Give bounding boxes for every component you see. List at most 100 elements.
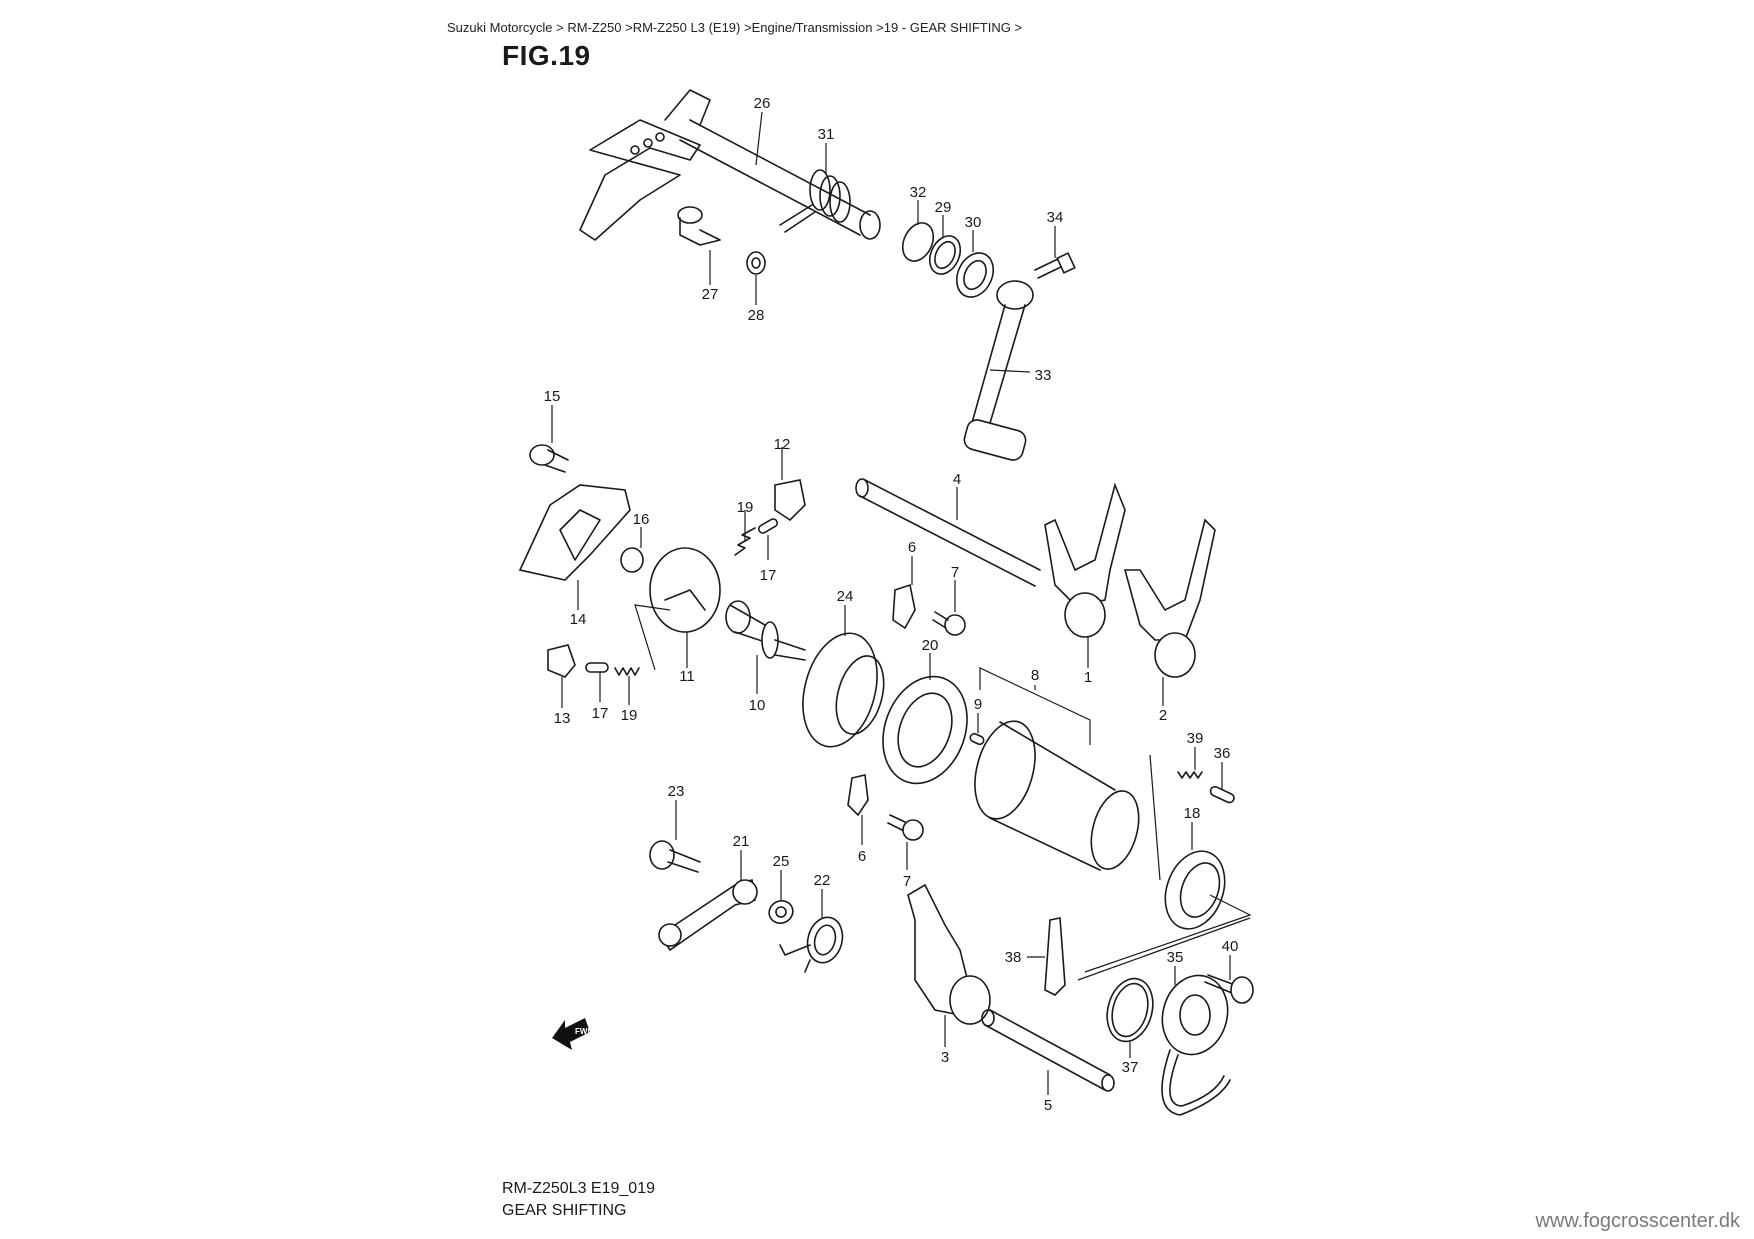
callout-40[interactable]: 40 — [1222, 938, 1239, 955]
callout-32[interactable]: 32 — [910, 184, 927, 201]
part-22-stopper-spring[interactable] — [779, 889, 847, 973]
callout-14[interactable]: 14 — [570, 611, 587, 628]
part-37-o-ring[interactable] — [1100, 973, 1159, 1058]
part-6-retainer-lower[interactable] — [847, 774, 869, 845]
part-40-bolt[interactable] — [1204, 955, 1254, 1004]
callout-26[interactable]: 26 — [754, 95, 771, 112]
breadcrumb-item-category[interactable]: Engine/Transmission — [751, 20, 873, 35]
callout-9[interactable]: 9 — [974, 696, 982, 713]
callout-23[interactable]: 23 — [668, 783, 685, 800]
callout-33[interactable]: 33 — [1035, 367, 1052, 384]
breadcrumb-item-brand[interactable]: Suzuki Motorcycle — [447, 20, 553, 35]
part-34-bolt[interactable] — [1034, 226, 1076, 279]
part-28-washer[interactable] — [746, 251, 766, 305]
callout-38[interactable]: 38 — [1005, 949, 1022, 966]
callout-6-upper[interactable]: 6 — [908, 539, 916, 556]
callout-3[interactable]: 3 — [941, 1049, 949, 1066]
breadcrumb-item-figure[interactable]: 19 - GEAR SHIFTING — [883, 20, 1011, 35]
callout-13[interactable]: 13 — [554, 710, 571, 727]
part-15-screw[interactable] — [529, 405, 569, 473]
part-30-oil-seal[interactable] — [950, 230, 1000, 303]
callout-21[interactable]: 21 — [733, 833, 750, 850]
part-29-washer[interactable] — [924, 215, 966, 279]
breadcrumb: Suzuki Motorcycle > RM-Z250 >RM-Z250 L3 … — [447, 20, 1022, 35]
callout-27[interactable]: 27 — [702, 286, 719, 303]
part-14-stopper-plate[interactable] — [518, 484, 631, 610]
callout-16[interactable]: 16 — [633, 511, 650, 528]
part-17-pin-lower[interactable] — [585, 662, 609, 702]
callout-28[interactable]: 28 — [748, 307, 765, 324]
callout-36[interactable]: 36 — [1214, 745, 1231, 762]
figure-name: GEAR SHIFTING — [502, 1202, 627, 1219]
part-4-fork-shaft[interactable] — [855, 478, 1041, 587]
part-19-spring-upper[interactable] — [734, 510, 756, 556]
callout-35[interactable]: 35 — [1167, 949, 1184, 966]
breadcrumb-item-model[interactable]: RM-Z250 — [567, 20, 622, 35]
callout-8[interactable]: 8 — [1031, 667, 1039, 684]
callout-11[interactable]: 11 — [679, 668, 695, 685]
callout-15[interactable]: 15 — [544, 388, 561, 405]
part-36-pin[interactable] — [1209, 762, 1235, 804]
part-33-gearshift-lever[interactable] — [962, 280, 1034, 462]
callout-7-upper[interactable]: 7 — [951, 564, 959, 581]
part-1-gearshift-fork[interactable] — [1044, 482, 1126, 668]
callout-29[interactable]: 29 — [935, 199, 952, 216]
callout-7-lower[interactable]: 7 — [903, 873, 911, 890]
callout-10[interactable]: 10 — [749, 697, 766, 714]
part-13-pawl[interactable] — [547, 644, 576, 708]
part-8-gearshift-cam[interactable] — [965, 667, 1147, 874]
callout-31[interactable]: 31 — [818, 126, 835, 143]
part-19-spring-lower[interactable] — [614, 667, 640, 705]
callout-30[interactable]: 30 — [965, 214, 982, 231]
figure-title: FIG.19 — [502, 40, 591, 71]
fwd-direction-arrow-icon: FWD — [552, 1018, 593, 1050]
part-6-retainer-upper[interactable] — [892, 556, 916, 630]
part-3-gearshift-fork[interactable] — [907, 883, 991, 1047]
callout-19-upper[interactable]: 19 — [737, 499, 754, 516]
part-32-circlip[interactable] — [897, 200, 939, 266]
callout-25[interactable]: 25 — [773, 853, 790, 870]
part-26-gearshift-shaft[interactable] — [579, 89, 881, 241]
part-5-fork-shaft[interactable] — [981, 1009, 1115, 1095]
part-17-pin-upper[interactable] — [757, 518, 778, 560]
figure-code: RM-Z250L3 E19_019 — [502, 1180, 655, 1197]
callout-22[interactable]: 22 — [814, 872, 831, 889]
part-7-screw-upper[interactable] — [932, 580, 966, 636]
callout-19-lower[interactable]: 19 — [621, 707, 638, 724]
part-11-pawl-lifter[interactable] — [634, 547, 721, 671]
callout-34[interactable]: 34 — [1047, 209, 1064, 226]
callout-6-lower[interactable]: 6 — [858, 848, 866, 865]
part-35-gear-position-sensor[interactable] — [1077, 917, 1251, 1116]
part-20-bearing[interactable] — [869, 653, 982, 795]
callout-24[interactable]: 24 — [837, 588, 854, 605]
part-9-pin[interactable] — [969, 713, 985, 746]
part-24-cam-driven-gear[interactable] — [791, 605, 891, 755]
breadcrumb-item-variant[interactable]: RM-Z250 L3 (E19) — [632, 20, 741, 35]
callout-37[interactable]: 37 — [1122, 1059, 1139, 1076]
part-7-screw-lower[interactable] — [887, 814, 924, 870]
part-38-clip[interactable] — [1027, 917, 1066, 996]
part-10-gearshift-cam-bolt[interactable] — [725, 600, 806, 694]
callout-2[interactable]: 2 — [1159, 707, 1167, 724]
callout-17-upper[interactable]: 17 — [760, 567, 777, 584]
callout-4[interactable]: 4 — [953, 471, 961, 488]
part-31-return-spring[interactable] — [779, 143, 851, 233]
callout-17-lower[interactable]: 17 — [592, 705, 609, 722]
part-27-pin[interactable] — [677, 206, 721, 285]
callout-20[interactable]: 20 — [922, 637, 939, 654]
callout-5[interactable]: 5 — [1044, 1097, 1052, 1114]
part-39-spring[interactable] — [1149, 747, 1203, 881]
callout-18[interactable]: 18 — [1184, 805, 1201, 822]
part-25-washer[interactable] — [765, 870, 796, 927]
part-12-pawl[interactable] — [774, 447, 806, 522]
part-2-gearshift-fork[interactable] — [1123, 518, 1216, 706]
breadcrumb-separator: > — [621, 20, 633, 35]
fwd-label: FWD — [575, 1027, 593, 1036]
callout-1[interactable]: 1 — [1084, 669, 1092, 686]
part-21-stopper-arm[interactable] — [658, 850, 758, 952]
part-18-bearing[interactable] — [1084, 822, 1252, 973]
callout-39[interactable]: 39 — [1187, 730, 1204, 747]
part-16-bush[interactable] — [620, 527, 644, 573]
part-23-bolt[interactable] — [649, 800, 701, 873]
callout-12[interactable]: 12 — [774, 436, 791, 453]
